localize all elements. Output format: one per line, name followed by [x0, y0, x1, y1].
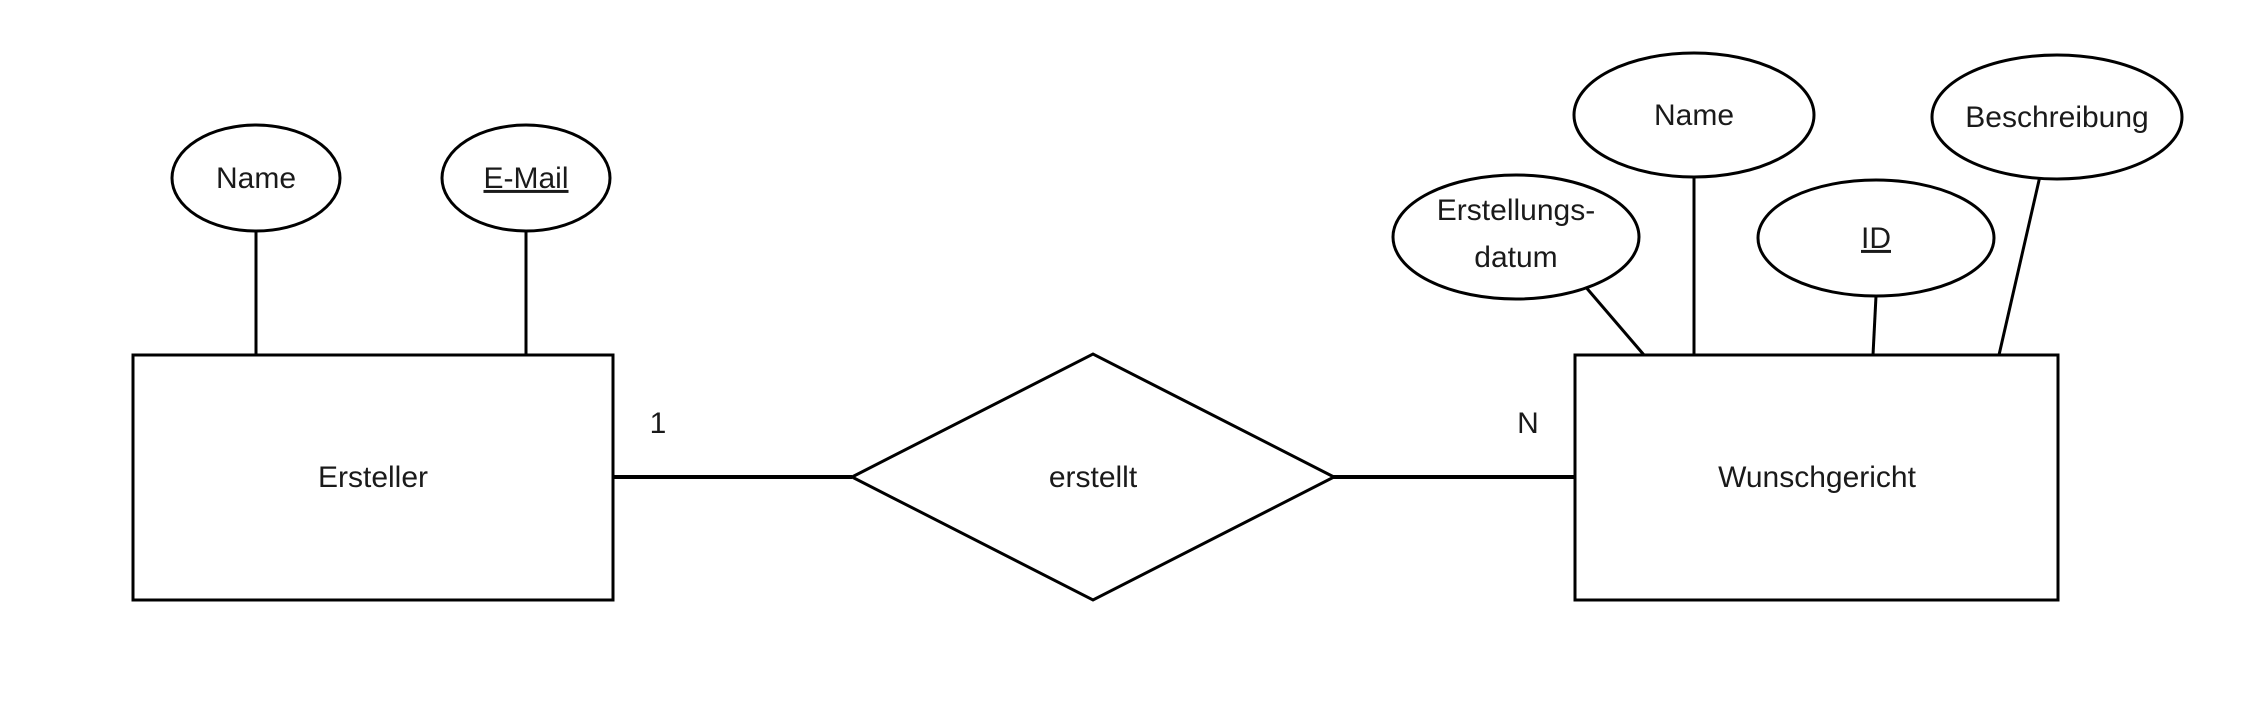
attribute-label-wunschgericht-beschreibung: Beschreibung [1965, 101, 2148, 134]
attribute-wunschgericht-name[interactable]: Name [1572, 51, 1816, 179]
attribute-label-wunschgericht-erstellungsdatum-line1: Erstellungs- [1437, 194, 1595, 227]
connector-wunschgericht-id [1871, 295, 1878, 356]
cardinality-labels: 1 N [650, 407, 1539, 440]
attribute-wunschgericht-beschreibung[interactable]: Beschreibung [1930, 53, 2184, 181]
attribute-ersteller-name[interactable]: Name [170, 123, 342, 233]
attribute-wunschgericht-id[interactable]: ID [1756, 178, 1996, 298]
attribute-label-wunschgericht-erstellungsdatum-line2: datum [1474, 241, 1557, 274]
attribute-ellipse-wunschgericht-name[interactable] [1572, 51, 1816, 179]
attribute-label-wunschgericht-name: Name [1654, 99, 1734, 132]
entity-label-wunschgericht: Wunschgericht [1718, 461, 1917, 494]
relationship-label-erstellt: erstellt [1049, 461, 1138, 494]
attribute-connectors-ersteller [254, 231, 528, 355]
attribute-label-wunschgericht-id: ID [1861, 222, 1891, 255]
relationship-diamond-erstellt[interactable] [848, 352, 1338, 602]
attribute-label-ersteller-name: Name [216, 162, 296, 195]
attribute-connectors-wunschgericht [1576, 175, 2042, 356]
attribute-ellipse-wunschgericht-beschreibung[interactable] [1930, 53, 2184, 181]
entity-wunschgericht[interactable]: Wunschgericht [1573, 353, 2060, 602]
entity-ersteller[interactable]: Ersteller [131, 353, 615, 602]
attribute-ellipse-ersteller-email[interactable] [440, 123, 612, 233]
cardinality-label-wunschgericht-side: N [1517, 407, 1539, 440]
entity-box-ersteller[interactable] [131, 353, 615, 602]
entity-label-ersteller: Ersteller [318, 461, 428, 494]
attribute-ellipse-wunschgericht-erstellungsdatum[interactable] [1391, 173, 1641, 301]
relationship-erstellt[interactable]: erstellt [848, 352, 1338, 602]
attribute-label-ersteller-email: E-Mail [483, 162, 568, 195]
attribute-ellipse-wunschgericht-id[interactable] [1756, 178, 1996, 298]
entity-box-wunschgericht[interactable] [1573, 353, 2060, 602]
attribute-ersteller-email[interactable]: E-Mail [440, 123, 612, 233]
connector-wunschgericht-beschreibung [1997, 175, 2042, 356]
attribute-ellipse-ersteller-name[interactable] [170, 123, 342, 233]
connector-wunschgericht-erstellungsdatum [1576, 277, 1646, 356]
attribute-wunschgericht-erstellungsdatum[interactable]: Erstellungs- datum [1391, 173, 1641, 301]
cardinality-label-ersteller-side: 1 [650, 407, 667, 440]
